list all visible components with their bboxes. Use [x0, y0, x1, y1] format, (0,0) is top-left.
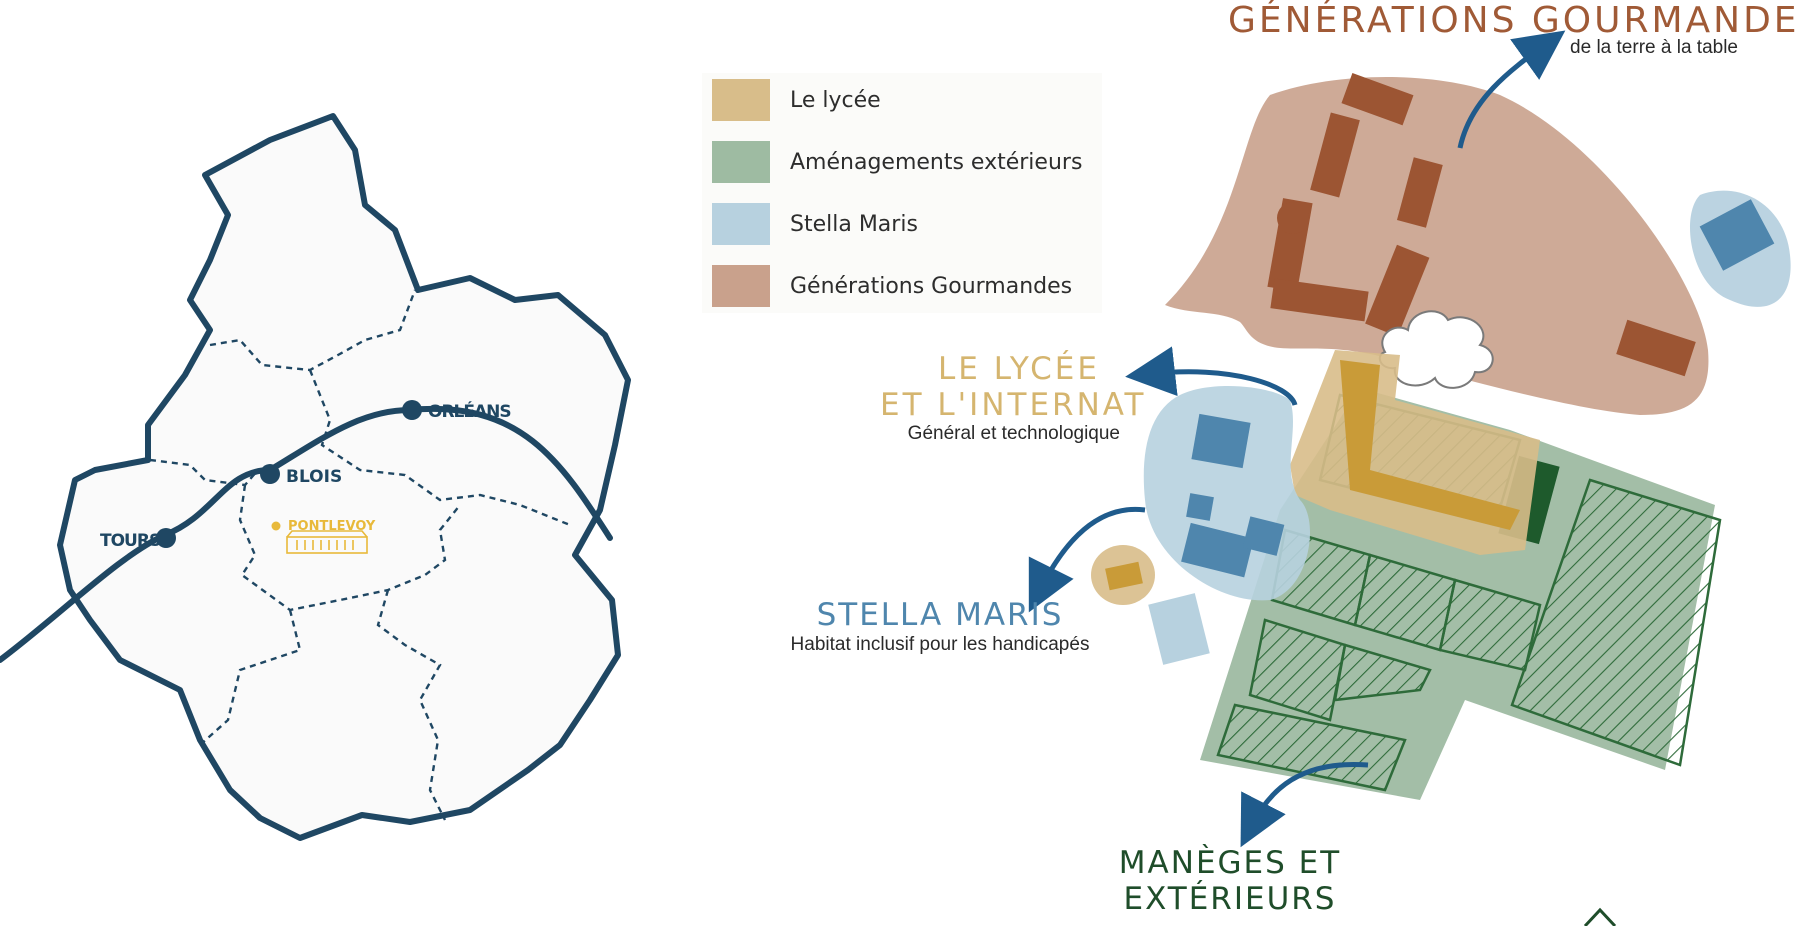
label-stella: STELLA MARIS Habitat inclusif pour les h… — [780, 597, 1100, 656]
gourmandes-buildings — [1267, 73, 1696, 377]
label-lycee: LE LYCÉE ET L'INTERNAT Général et techno… — [880, 351, 1147, 445]
legend-label: Générations Gourmandes — [790, 273, 1073, 299]
city-label-blois: BLOIS — [286, 467, 342, 487]
stella-buildings — [1181, 413, 1285, 578]
campus-plan — [1028, 30, 1791, 926]
legend-label: Stella Maris — [790, 211, 918, 237]
legend-label: Aménagements extérieurs — [790, 149, 1083, 175]
north-arrow-icon — [1583, 907, 1617, 926]
stella-building-east — [1699, 199, 1775, 271]
legend: Le lycée Aménagements extérieurs Stella … — [702, 73, 1102, 313]
arrow-lycee — [1125, 346, 1298, 406]
label-gourmandes: GÉNÉRATIONS GOURMANDES de la terre à la … — [1228, 0, 1801, 59]
legend-swatch-amenagements — [712, 141, 770, 183]
city-label-tours: TOURS — [100, 531, 160, 551]
label-maneges-title-2: EXTÉRIEURS — [1123, 880, 1337, 917]
stella-annex — [1148, 593, 1210, 665]
legend-item-lycee: Le lycée — [712, 79, 881, 121]
lycee-building — [1340, 360, 1520, 530]
city-label-pontlevoy: PONTLEVOY — [288, 519, 376, 534]
orleans-dot — [402, 400, 422, 420]
legend-swatch-lycee — [712, 79, 770, 121]
pontlevoy-dot — [271, 521, 281, 531]
blois-dot — [260, 464, 280, 484]
legend-item-gourmandes: Générations Gourmandes — [712, 265, 1072, 307]
region-map: ORLÉANS BLOIS TOURS PONTLEVOY — [0, 113, 631, 841]
legend-swatch-gourmandes — [712, 265, 770, 307]
arrow-gourmandes — [1457, 30, 1566, 149]
legend-item-amenagements: Aménagements extérieurs — [712, 141, 1082, 183]
label-gourmandes-title: GÉNÉRATIONS GOURMANDES — [1228, 0, 1801, 41]
chateau-icon — [286, 530, 368, 554]
label-stella-subtitle: Habitat inclusif pour les handicapés — [790, 633, 1090, 655]
lycee-annex-building — [1105, 561, 1143, 591]
zone-generations-gourmandes — [1165, 76, 1709, 416]
legend-item-stella: Stella Maris — [712, 203, 918, 245]
city-label-orleans: ORLÉANS — [428, 400, 511, 422]
label-lycee-title-2: ET L'INTERNAT — [880, 386, 1147, 423]
label-stella-title: STELLA MARIS — [816, 597, 1064, 633]
label-maneges: MANÈGES ET EXTÉRIEURS — [1090, 845, 1370, 917]
label-gourmandes-subtitle: de la terre à la table — [1570, 37, 1738, 59]
arrow-stella — [1028, 506, 1146, 613]
department-borders — [149, 289, 571, 821]
label-maneges-title-1: MANÈGES ET — [1118, 845, 1342, 881]
legend-swatch-stella — [712, 203, 770, 245]
label-lycee-title-1: LE LYCÉE — [938, 351, 1100, 387]
legend-label: Le lycée — [790, 87, 881, 113]
arrow-maneges — [1240, 761, 1369, 848]
region-outline — [57, 113, 631, 841]
tours-dot — [156, 528, 176, 548]
label-lycee-subtitle: Général et technologique — [907, 423, 1120, 445]
